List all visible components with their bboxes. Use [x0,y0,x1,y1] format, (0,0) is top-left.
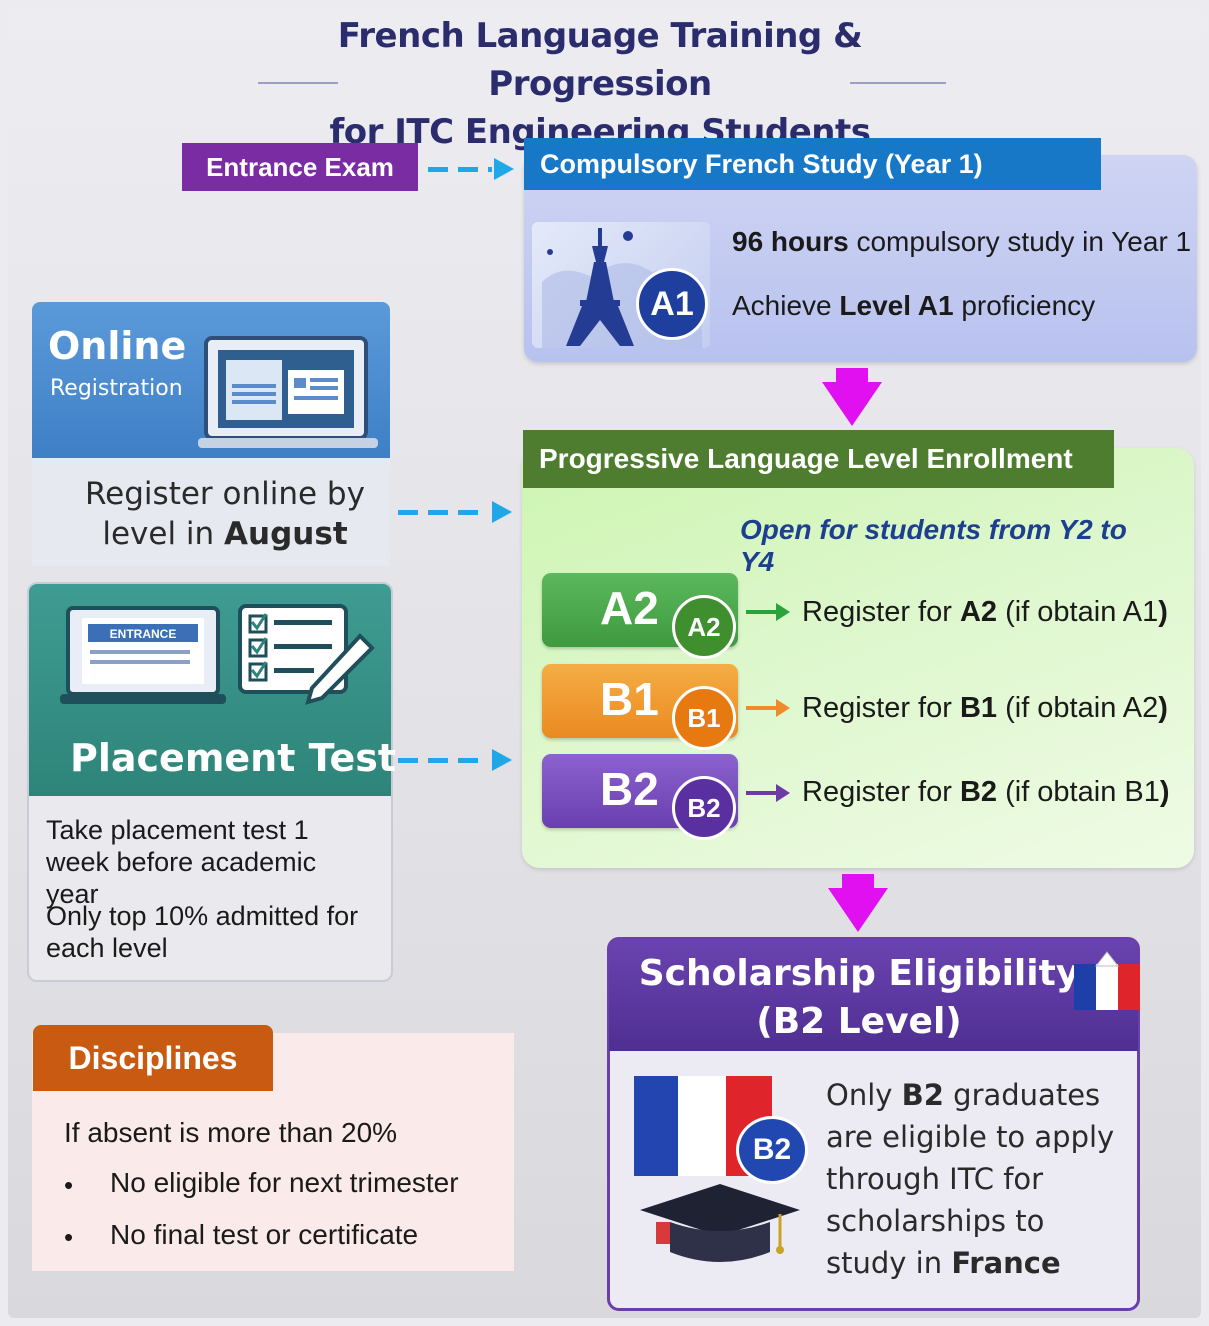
arrow-b2-icon [746,784,790,802]
hours-rest: compulsory study in Year 1 [848,226,1192,257]
register-level: A2 [959,596,998,628]
level-badge-b1: B1 [672,686,736,750]
page-title: French Language Training & Progression f… [250,12,950,156]
hours-bold: 96 hours [732,226,849,257]
level-tile-label: B1 [600,673,659,725]
graduation-flag-illustration [634,1076,800,1262]
scholarship-header [609,939,1138,1051]
disciplines-header: Disciplines [33,1025,273,1091]
test-computer-icon: ENTRANCE [60,604,375,705]
dashed-arrow-placement [398,758,488,763]
register-close: ) [1158,692,1168,724]
bullet-dot: • [64,1222,74,1252]
bullet-dot: • [64,1170,74,1200]
placement-text-2: Only top 10% admitted for each level [46,901,359,963]
level-tile-b1: B1 B1 [542,664,738,750]
level-tile-b2: B2 B2 [542,754,738,840]
dashed-arrow-entrance [428,167,492,172]
dashed-arrow-head-placement [492,749,512,771]
screen-label-text: ENTRANCE [110,627,177,641]
online-text-bold: August [224,516,348,552]
register-pre: Register for [802,692,960,724]
arrow-b1-icon [746,699,790,717]
entrance-exam-box: Entrance Exam [182,143,418,191]
dashed-arrow-online [398,510,488,515]
register-level: B1 [959,692,998,724]
compulsory-header: Compulsory French Study (Year 1) [524,138,1101,190]
register-b1-text: Register for B1 (if obtain A2) [802,692,1168,725]
progressive-header: Progressive Language Level Enrollment [523,430,1114,488]
online-text-pre: Register online by level in [85,476,365,552]
down-arrow-icon [822,368,882,426]
arrow-a2-icon [746,603,790,621]
b2-seal-badge: B2 [736,1116,808,1184]
register-level: B2 [959,776,998,808]
french-flag-icon [1074,951,1140,1010]
compulsory-level-text: Achieve Level A1 proficiency [732,290,1095,322]
scholarship-title-line-1: Scholarship Eligibility [638,953,1080,994]
down-arrow-icon [828,874,888,932]
online-registration-text: Register online by level in August [60,474,390,554]
a1-level-badge: A1 [636,268,708,340]
register-pre: Register for [802,596,960,628]
level-post: proficiency [953,290,1096,321]
register-a2-text: Register for A2 (if obtain A1) [802,596,1168,629]
level-bold: Level A1 [839,290,954,321]
title-line-1: French Language Training & Progression [337,16,863,104]
register-pre: Register for [802,776,960,808]
schol-text-b2: B2 [901,1078,944,1112]
scholarship-title-line-2: (B2 Level) [756,1001,962,1042]
schol-text-pre: Only [826,1078,902,1112]
schol-text-france: France [951,1246,1061,1280]
compulsory-hours-text: 96 hours compulsory study in Year 1 [732,226,1191,258]
dashed-arrow-head-entrance [494,158,514,180]
level-tile-a2: A2 A2 [542,573,738,659]
level-pre: Achieve [732,290,840,321]
disciplines-bullet-2: No final test or certificate [110,1219,419,1250]
schol-text-mid: graduates are eligible to apply through … [826,1078,1115,1280]
register-close: ) [1159,776,1170,808]
level-tile-label: A2 [600,582,659,634]
disciplines-intro: If absent is more than 20% [64,1117,398,1148]
laptop-icon [198,336,378,448]
online-subtitle: Registration [50,376,183,401]
scholarship-title: Scholarship Eligibility (B2 Level) [609,950,1109,1046]
placement-test-title: Placement Test [70,736,397,780]
title-rule-left [258,82,338,84]
level-badge-b2: B2 [672,776,736,840]
register-condition: (if obtain A2 [997,692,1159,724]
register-b2-text: Register for B2 (if obtain B1) [802,776,1170,809]
scholarship-text: Only B2 graduates are eligible to apply … [826,1074,1126,1284]
open-students-text: Open for students from Y2 to Y4 [740,514,1127,577]
level-tile-label: B2 [600,763,659,815]
placement-text-1: Take placement test 1 week before academ… [46,815,317,909]
disciplines-bullet-1: No eligible for next trimester [110,1167,459,1198]
level-badge-a2: A2 [672,595,736,659]
register-close: ) [1158,596,1168,628]
title-rule-right [850,82,946,84]
register-condition: (if obtain A1 [997,596,1159,628]
dashed-arrow-head-online [492,501,512,523]
online-title: Online [48,324,187,368]
register-condition: (if obtain B1 [997,776,1160,808]
